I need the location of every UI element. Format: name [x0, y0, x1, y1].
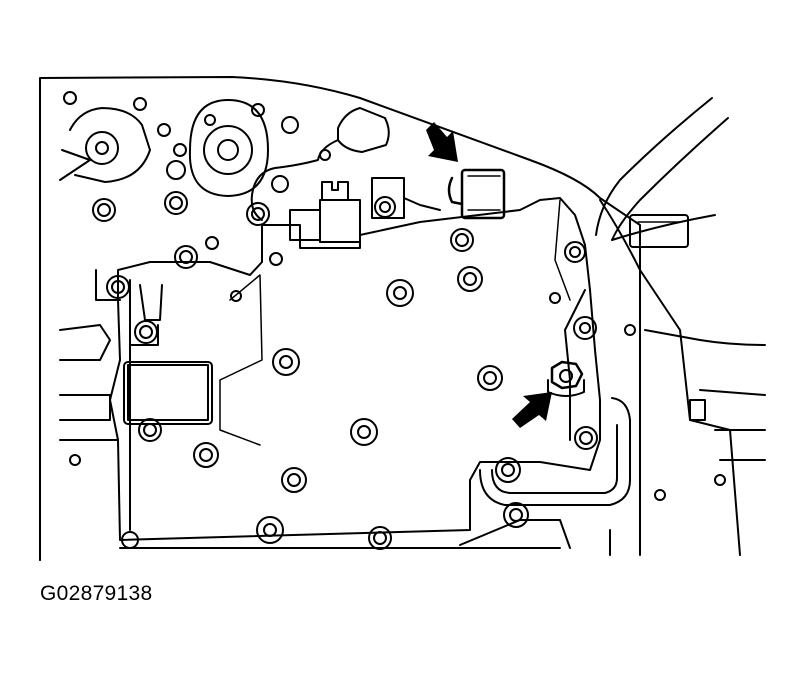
top-connector	[337, 107, 390, 153]
wire-harness-outer	[595, 97, 713, 236]
upper-arrow-icon	[426, 122, 458, 162]
solenoid-blocks	[289, 177, 441, 243]
wire-harness-inner	[611, 117, 729, 241]
lower-arrow-icon	[512, 392, 552, 428]
housing-right-bracket	[644, 329, 766, 461]
bolt	[547, 360, 585, 397]
bottom-edge	[39, 519, 611, 561]
wire-lead	[611, 214, 716, 241]
lower-tube	[479, 397, 631, 506]
left-bracket	[59, 269, 213, 441]
connector-clip	[447, 168, 506, 220]
side-connector	[629, 214, 689, 248]
plate-bolts	[69, 191, 726, 550]
figure-code: G02879138	[40, 582, 153, 605]
valve-body-plate	[109, 197, 601, 541]
upper-valve-cluster	[59, 91, 299, 197]
housing-outline	[39, 76, 641, 561]
housing-edge-right	[599, 199, 741, 556]
